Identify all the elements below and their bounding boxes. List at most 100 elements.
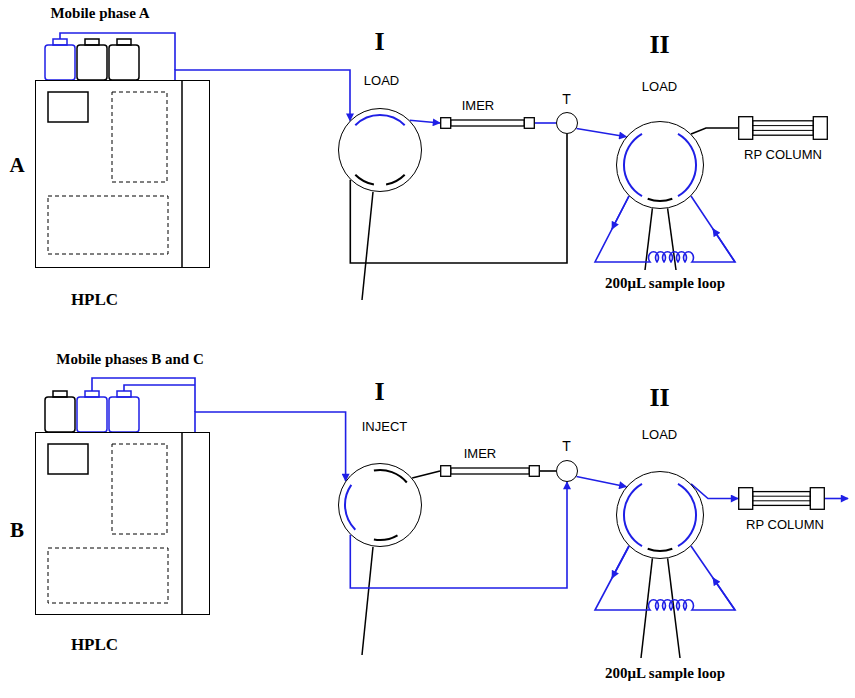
rp-column: RP COLUMN [738,116,828,140]
mobile-phase-label: Mobile phase A [49,5,150,22]
valve-channel [374,535,398,540]
end-fitting [739,117,753,140]
switching-valve: IILOAD [616,121,704,209]
injection-port-line [362,192,373,300]
tee-junction: T [556,460,578,482]
column-body [451,120,525,126]
enzyme-reactor-outline [440,465,540,477]
valve-channel [648,199,673,201]
flow-line [535,122,556,124]
bottle-cap [85,39,99,45]
valve-channel [386,175,405,185]
solvent-bottle [109,397,139,432]
switching-valve: IILOAD [616,471,704,559]
tee-junction: T [556,112,578,134]
door-outline [112,444,167,534]
column-bore [752,496,811,497]
solvent-bottle [109,45,139,80]
column-body [451,468,530,474]
display-window [48,92,88,122]
solvent-bottle [45,45,75,80]
component-label: I [373,27,385,57]
flow-line [412,471,440,478]
outlet-arrow [825,498,848,500]
component-label: IMER [463,447,498,462]
component-label: RP COLUMN [743,148,823,163]
bottle-cap [117,391,131,397]
end-fitting [524,118,534,129]
component-label: RP COLUMN [745,518,825,533]
valve-channel [678,134,696,196]
solvent-bottle [45,397,75,432]
switching-valve: ILOAD [338,108,422,192]
drawer-outline [48,548,168,603]
display-window [48,444,88,474]
end-fitting [813,117,827,140]
end-fitting [529,466,539,477]
enzyme-reactor-outline [440,117,535,129]
panel-letter: A [8,153,25,177]
valve-channel [624,484,642,546]
component-label: INJECT [361,420,409,435]
solvent-line [124,385,195,391]
flow-line [691,484,738,499]
column-body [753,121,814,135]
valve-channel [624,134,642,196]
drawer-outline [48,196,168,254]
bottle-cap [85,391,99,397]
valve-channel [355,175,374,185]
valve-channel [355,115,404,125]
component-label: T [561,91,572,107]
component-label: LOAD [641,428,678,443]
flow-line [691,128,738,134]
flow-arrow [713,578,735,610]
solvent-line [92,378,195,412]
flow-line [350,134,567,263]
solvent-line [60,33,175,70]
column-bore [752,125,814,126]
flow-line [540,470,556,472]
panel-divider [181,80,183,268]
component-label: HPLC [70,290,119,310]
component-label: LOAD [641,80,678,95]
bottle-cap [117,39,131,45]
loop-label: 200μL sample loop [604,275,726,292]
component-label: LOAD [363,74,400,89]
bottle-cap [53,391,67,397]
loop-label: 200μL sample loop [604,665,726,682]
door-outline [112,92,167,182]
hplc-instrument: HPLC [35,80,210,268]
valve-channel [648,549,673,551]
rp-column-outline [738,487,825,510]
column-bore [752,500,811,501]
hplc-instrument: HPLC [35,432,210,615]
component-label: I [373,377,385,407]
sample-loop [595,546,735,610]
sample-loop [595,196,735,262]
flow-arrow [612,546,629,578]
valve-channel [678,484,696,546]
valve-channel [345,485,355,530]
enzyme-reactor: IMER [440,465,540,477]
mobile-phase-label: Mobile phases B and C [55,351,205,368]
end-fitting [810,488,824,510]
flow-arrow [612,196,629,229]
component-label: IMER [461,99,496,114]
injection-port-line [362,547,373,655]
rp-column: RP COLUMN [738,487,825,510]
leader-line [641,558,652,658]
end-fitting [441,466,451,477]
flow-line [195,412,346,481]
flow-arrow [713,229,735,262]
flow-line [577,129,627,137]
flow-line [410,120,440,123]
component-label: II [648,383,670,413]
component-label: II [648,30,670,60]
switching-valve: IINJECT [338,463,422,547]
end-fitting [441,118,451,129]
panel-divider [181,432,183,615]
